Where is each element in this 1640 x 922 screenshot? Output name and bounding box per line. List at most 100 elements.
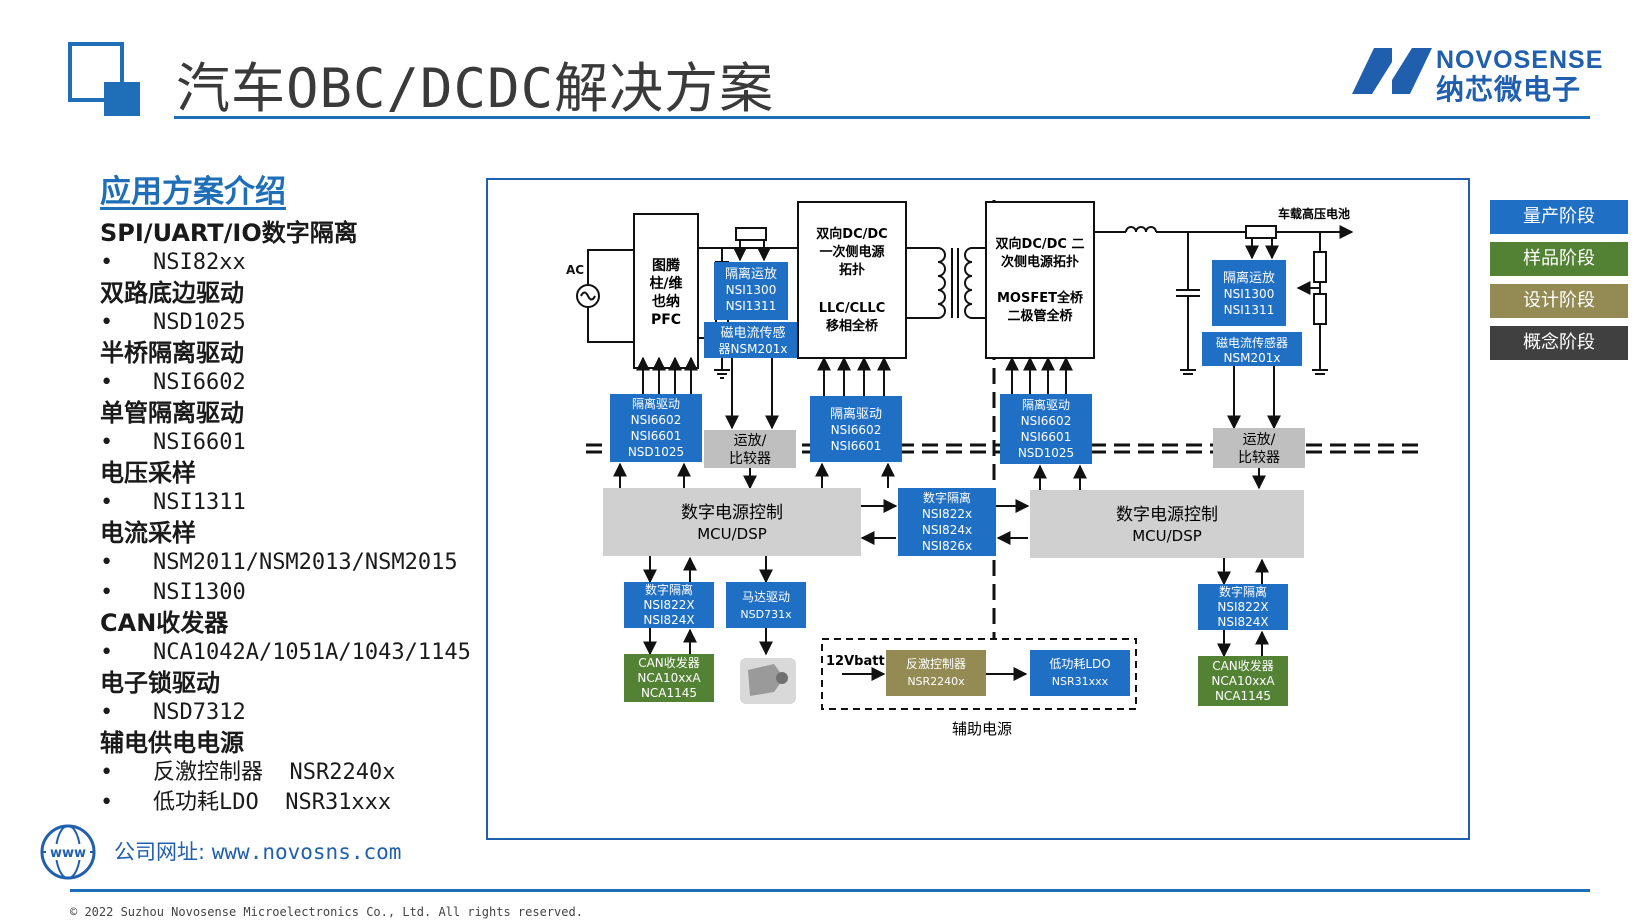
list-heading: 电流采样 <box>100 519 196 547</box>
diagram-shape <box>580 291 596 301</box>
list-item: • NSI6601 <box>100 430 246 455</box>
list-item: • NSI1300 <box>100 580 246 605</box>
inductor-icon <box>1125 226 1157 233</box>
diagram-label: NSI824X <box>643 613 694 627</box>
list-heading: SPI/UART/IO数字隔离 <box>100 219 358 247</box>
diagram-shape <box>587 307 634 343</box>
diagram-shape <box>587 249 634 285</box>
comparator-right <box>1213 428 1305 468</box>
diagram-label: NSI824X <box>1217 615 1268 629</box>
diagram-label: NSI6601 <box>1021 430 1072 444</box>
diagram-label: MCU/DSP <box>1132 527 1202 545</box>
list-heading: 半桥隔离驱动 <box>100 339 244 367</box>
diagram-label: NSI6602 <box>831 423 882 437</box>
diagram-label: NSR2240x <box>907 675 965 688</box>
legend-concept: 概念阶段 <box>1490 326 1628 360</box>
electronic-lock-icon <box>740 658 796 704</box>
website-link[interactable]: 公司网址: www.novosns.com <box>114 840 402 864</box>
mcu-right <box>1030 490 1304 558</box>
diagram-label: 马达驱动 <box>742 590 790 604</box>
diagram-label: 运放/ <box>1243 432 1276 448</box>
pfc-block <box>633 213 699 369</box>
title-logo-icon <box>68 42 140 116</box>
list-item: • 反激控制器 NSR2240x <box>100 760 396 785</box>
diagram-label: NSD731x <box>740 608 792 621</box>
diagram-label: NSM201x <box>1224 351 1281 365</box>
diagram-label: MOSFET全桥 <box>997 290 1084 306</box>
diagram-label: NCA1145 <box>641 686 697 700</box>
diagram-shape <box>776 672 788 684</box>
diagram-shape <box>636 356 1073 396</box>
list-item: • NSI6602 <box>100 370 246 395</box>
list-item: • 低功耗LDO NSR31xxx <box>100 790 392 815</box>
diagram-label: 一次侧电源 <box>819 244 884 260</box>
diagram-label: CAN收发器 <box>638 655 700 670</box>
diagram-label: LLC/CLLC <box>819 301 886 316</box>
diagram-label: NSI1311 <box>726 299 777 313</box>
diagram-label: 双向DC/DC <box>816 226 887 242</box>
diagram-label: 数字电源控制 <box>1116 505 1218 525</box>
svg-text:www: www <box>50 846 86 861</box>
diagram-label: 隔离运放 <box>725 266 777 282</box>
diagram-label: NSI822X <box>643 598 694 612</box>
diagram-label: NCA10xxA <box>637 671 701 685</box>
diagram-label: 二极管全桥 <box>1007 308 1073 324</box>
list-item: • NSD7312 <box>100 700 246 725</box>
isolated-driver-pfc <box>610 394 702 462</box>
list-heading: CAN收发器 <box>100 609 229 637</box>
can-transceiver-right <box>1198 656 1288 706</box>
diagram-label: NSI1311 <box>1224 303 1275 317</box>
diagram-label: 移相全桥 <box>826 318 879 334</box>
diagram-label: 隔离运放 <box>1223 270 1275 286</box>
ldo-regulator <box>1030 650 1130 696</box>
ac-label: AC <box>566 263 584 277</box>
legend-sample: 样品阶段 <box>1490 242 1628 276</box>
dcdc-primary-block <box>797 201 907 359</box>
copyright: © 2022 Suzhou Novosense Microelectronics… <box>70 905 583 919</box>
legend-design: 设计阶段 <box>1490 284 1628 318</box>
diagram-shape <box>860 499 1030 545</box>
section-title: 应用方案介绍 <box>100 174 286 210</box>
resistor-icon <box>1313 293 1327 325</box>
diagram-label: 次侧电源拓扑 <box>1001 254 1079 270</box>
diagram-label: NSI822X <box>1217 600 1268 614</box>
diagram-label: 隔离驱动 <box>830 406 882 422</box>
diagram-frame <box>486 178 1470 840</box>
resistor-icon <box>1313 251 1327 283</box>
diagram-shape <box>748 664 784 696</box>
list-heading: 双路底边驱动 <box>100 279 244 307</box>
legend-mass-production: 量产阶段 <box>1490 200 1628 234</box>
diagram-label: NCA1145 <box>1215 689 1271 703</box>
diagram-label: NSI6602 <box>1021 414 1072 428</box>
page-title: 汽车OBC/DCDC解决方案 <box>176 57 775 120</box>
list-heading: 辅电供电电源 <box>100 729 244 757</box>
footer-divider <box>70 889 1590 892</box>
diagram-label: NSI6601 <box>831 439 882 453</box>
diagram-label: NSI1300 <box>726 283 777 297</box>
motor-driver <box>726 582 806 628</box>
aux-power-group <box>821 638 1137 710</box>
list-item: • NSI1311 <box>100 490 246 515</box>
pfc-line: 柱/维 <box>649 275 682 292</box>
diagram-label: 数字隔离 <box>923 490 971 505</box>
digital-isolator-right <box>1198 584 1288 630</box>
diagram-label: 双向DC/DC 二 <box>996 236 1085 252</box>
digital-isolator-center <box>898 488 996 556</box>
diagram-label: NCA10xxA <box>1211 674 1275 688</box>
diagram-shape <box>964 247 973 319</box>
pfc-line: 也纳 <box>652 293 680 310</box>
list-item: • NSD1025 <box>100 310 246 335</box>
dcdc-secondary-block <box>985 201 1095 359</box>
diagram-label: 数字隔离 <box>1219 584 1267 599</box>
mcu-left <box>603 488 861 556</box>
pfc-line: PFC <box>651 312 681 328</box>
shunt-resistor-icon <box>735 227 767 241</box>
diagram-label: NSD1025 <box>1018 446 1074 460</box>
header-divider <box>174 116 1590 119</box>
diagram-label: NSR31xxx <box>1052 675 1109 688</box>
isolated-driver-secondary <box>1000 394 1092 464</box>
list-item: • NSI82xx <box>100 250 246 275</box>
diagram-label: CAN收发器 <box>1212 658 1274 673</box>
brand-name-cn: 纳芯微电子 <box>1436 73 1582 106</box>
diagram-label: 磁电流传感 <box>720 325 785 341</box>
